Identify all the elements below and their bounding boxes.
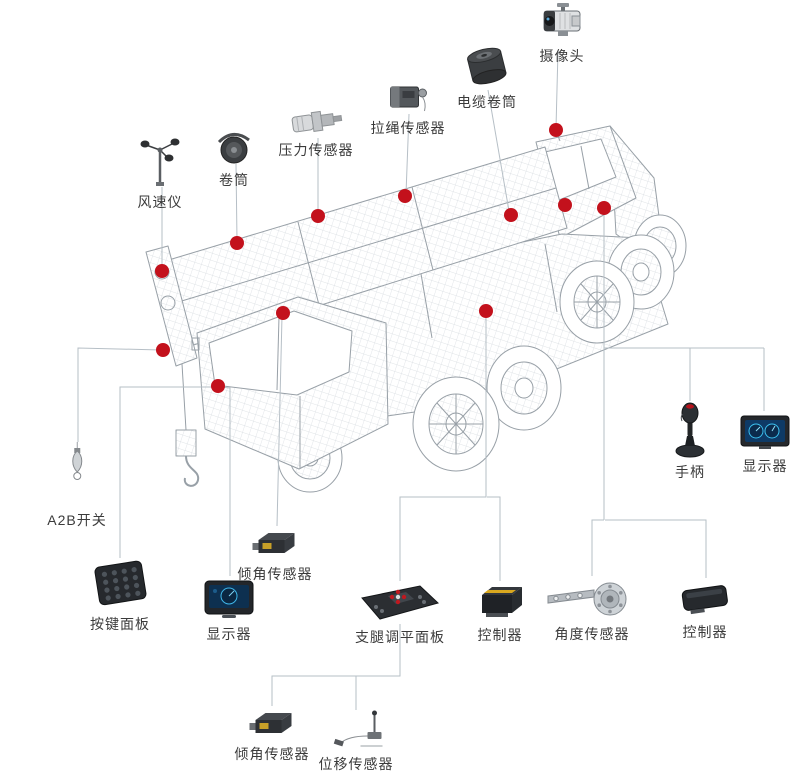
connector-camera: [555, 49, 559, 129]
connector-tilt-bottom: [271, 624, 401, 706]
displacement-sensor-icon: [333, 710, 382, 747]
component-anemometer: 风速仪: [137, 138, 183, 212]
marker-boom-mid: [311, 209, 325, 223]
display-left-label: 显示器: [206, 626, 252, 642]
component-tilt-sensor-bottom: 倾角传感器: [235, 708, 310, 764]
anemometer-label: 风速仪: [137, 194, 183, 210]
marker-driver-cab-front: [211, 379, 225, 393]
marker-camera-mount: [549, 123, 563, 137]
pressure-sensor-icon: [291, 110, 342, 133]
connector-lines: [77, 49, 765, 710]
component-pressure-sensor: 压力传感器: [279, 106, 354, 160]
component-outrigger-panel: 支腿调平面板: [355, 583, 445, 647]
component-a2b-switch: A2B开关: [47, 442, 106, 530]
marker-boom-base: [504, 208, 518, 222]
rear-wheels: [559, 214, 687, 344]
tilt-sensor-mid-label: 倾角传感器: [237, 566, 313, 582]
connector-controller-right: [605, 519, 707, 578]
mid-wheels: [412, 345, 562, 472]
marker-boom-mid-left: [230, 236, 244, 250]
component-controller-right: 控制器: [677, 580, 733, 642]
component-angle-sensor: 角度传感器: [546, 578, 638, 644]
tilt-sensor-icon: [252, 533, 294, 553]
crane-truck-wireframe: [145, 125, 687, 493]
outrigger-panel-icon: [361, 585, 439, 620]
angle-sensor-icon: [547, 582, 627, 616]
connector-tilt-mid: [276, 315, 283, 527]
anemometer-icon: [140, 138, 180, 186]
cable-reel-icon: [467, 47, 507, 85]
marker-cab-roof-right: [597, 201, 611, 215]
connector-keypad: [119, 386, 216, 558]
display-monitor-icon: [740, 415, 790, 449]
component-display-right: 显示器: [739, 412, 791, 476]
component-displacement-sensor: 位移传感器: [319, 710, 394, 774]
outrigger-panel-label: 支腿调平面板: [355, 629, 445, 645]
camera-icon: [543, 3, 581, 36]
connector-cable-reel: [487, 89, 510, 212]
display-right-label: 显示器: [742, 458, 788, 474]
pressure-sensor-label: 压力传感器: [278, 142, 354, 158]
tilt-sensor-icon: [249, 713, 291, 733]
joystick-label: 手柄: [675, 464, 705, 480]
display-icon: [204, 580, 254, 618]
component-display-left: 显示器: [202, 578, 256, 644]
controller-mid-label: 控制器: [477, 627, 523, 643]
connector-a2b: [77, 347, 162, 442]
marker-boom-tip-upper: [155, 264, 169, 278]
tilt-sensor-bottom-label: 倾角传感器: [234, 746, 310, 762]
connector-controller-mid: [487, 496, 501, 581]
a2b-switch-label: A2B开关: [47, 512, 107, 528]
component-camera: 摄像头: [536, 2, 588, 66]
rope-sensor-label: 拉绳传感器: [370, 120, 446, 136]
component-keypad-panel: 按键面板: [89, 556, 151, 634]
cable-reel-label: 电缆卷筒: [457, 94, 517, 110]
component-cable-reel: 电缆卷筒: [457, 46, 517, 112]
keypad-icon: [94, 560, 147, 606]
marker-deck-center: [479, 304, 493, 318]
controller-icon: [482, 587, 522, 617]
component-joystick: 手柄: [670, 402, 710, 482]
controller-right-label: 控制器: [682, 624, 728, 640]
reel-label: 卷筒: [219, 172, 249, 188]
connector-outrigger-panel: [399, 314, 487, 581]
joystick-icon: [675, 402, 705, 458]
controller-module-icon: [681, 585, 728, 615]
camera-label: 摄像头: [539, 48, 585, 64]
reel-icon: [217, 133, 250, 164]
keypad-label: 按键面板: [90, 616, 150, 632]
marker-cab-roof-left: [558, 198, 572, 212]
rope-sensor-icon: [389, 86, 427, 112]
component-controller-mid: 控制器: [474, 583, 526, 645]
position-markers: [155, 123, 611, 393]
displacement-sensor-label: 位移传感器: [318, 756, 394, 772]
component-reel: 卷筒: [213, 130, 255, 190]
a2b-switch-icon: [72, 442, 82, 480]
angle-sensor-label: 角度传感器: [554, 626, 630, 642]
connector-rope-sensor: [405, 113, 410, 195]
marker-boom-tip-lower: [156, 343, 170, 357]
connector-reel: [235, 163, 238, 242]
connector-angle-sensor: [591, 519, 604, 576]
marker-driver-cab-roof: [276, 306, 290, 320]
component-rope-sensor: 拉绳传感器: [371, 80, 446, 138]
component-tilt-sensor-mid: 倾角传感器: [238, 528, 313, 584]
marker-boom-mid-right: [398, 189, 412, 203]
